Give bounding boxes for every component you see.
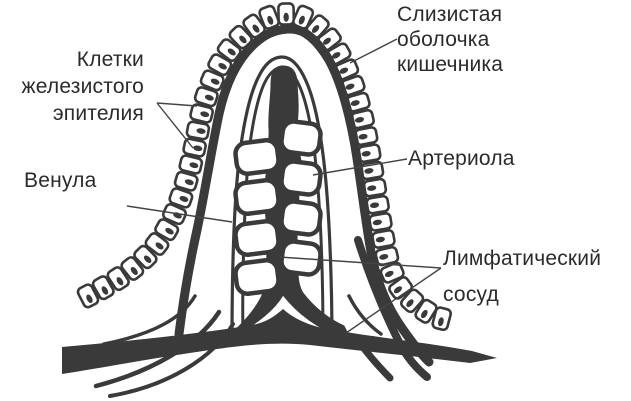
label-line-epithelium-lower xyxy=(156,102,194,149)
capillary-loop-layer xyxy=(233,119,323,296)
cell-nucleus xyxy=(227,48,236,56)
cell-nucleus xyxy=(379,254,389,260)
cell-nucleus xyxy=(354,116,365,123)
capillary-loop xyxy=(279,119,323,157)
cell-nucleus xyxy=(101,286,109,295)
epithelial-cell xyxy=(189,103,214,124)
epithelial-cell xyxy=(76,283,100,309)
epithelial-cell xyxy=(199,69,225,92)
cell-nucleus xyxy=(283,12,289,22)
epithelial-cell xyxy=(399,288,425,314)
cell-nucleus xyxy=(116,277,124,286)
label-line-arteriole xyxy=(312,158,408,176)
epithelial-cell xyxy=(91,275,115,301)
cell-nucleus xyxy=(350,100,360,106)
epithelial-cell xyxy=(106,266,130,292)
cell-nucleus xyxy=(372,219,382,226)
cell-nucleus xyxy=(189,162,199,169)
epithelial-cell xyxy=(154,218,180,242)
cell-nucleus xyxy=(375,236,385,243)
epithelial-cell xyxy=(144,232,170,256)
cell-nucleus xyxy=(86,294,93,304)
lymph-branch xyxy=(354,236,431,381)
cell-nucleus xyxy=(239,35,247,44)
epithelial-cell xyxy=(277,2,296,26)
cell-nucleus xyxy=(406,299,414,308)
epithelial-cell xyxy=(178,154,204,175)
cell-nucleus xyxy=(165,227,174,235)
blood-vessel-trunk xyxy=(62,309,497,374)
label-line-epithelium-upper xyxy=(156,102,198,107)
label-line-lymphatic-lower xyxy=(345,267,442,334)
epithelial-cell xyxy=(353,126,379,147)
cell-nucleus xyxy=(358,133,368,140)
cell-nucleus xyxy=(420,309,428,319)
cell-nucleus xyxy=(204,94,214,101)
epithelial-cell xyxy=(388,276,414,300)
epithelial-cell xyxy=(193,86,219,108)
cell-nucleus xyxy=(200,111,210,118)
cell-nucleus xyxy=(331,52,341,59)
epithelial-cell xyxy=(120,256,145,281)
epithelial-cell xyxy=(161,203,188,226)
epithelial-cell xyxy=(345,91,371,113)
base-vessel-wall xyxy=(102,294,197,346)
cell-nucleus xyxy=(155,242,164,250)
capillary-loop xyxy=(233,219,281,257)
capillary-loop xyxy=(233,258,281,296)
cell-nucleus xyxy=(193,145,203,152)
cell-nucleus xyxy=(438,317,444,327)
cell-nucleus xyxy=(367,185,377,191)
epithelial-cell xyxy=(185,120,211,141)
cell-nucleus xyxy=(364,168,374,174)
base-vessel-wall xyxy=(93,309,222,389)
capillary-loop xyxy=(279,199,323,237)
label-line-lymphatic-upper xyxy=(278,256,442,269)
label-line-venule xyxy=(126,205,233,223)
epithelial-cell xyxy=(414,298,438,324)
cell-nucleus xyxy=(339,67,349,74)
label-line-mucosa xyxy=(349,38,398,64)
base-vessel-wall xyxy=(347,294,383,336)
cell-nucleus xyxy=(393,286,403,294)
cell-nucleus xyxy=(361,150,371,157)
capillary-loop xyxy=(279,159,323,197)
epithelial-cell xyxy=(173,170,199,192)
epithelial-cell xyxy=(334,58,360,81)
epithelial-cell xyxy=(258,4,280,30)
cell-nucleus xyxy=(143,255,152,264)
epithelial-cell xyxy=(133,244,158,270)
epithelial-cell xyxy=(182,137,207,158)
cell-nucleus xyxy=(252,24,260,33)
cell-nucleus xyxy=(130,267,138,275)
cell-nucleus xyxy=(196,128,206,134)
cell-nucleus xyxy=(298,15,305,25)
epithelial-cell xyxy=(362,177,388,198)
capillary-loop xyxy=(233,178,281,216)
epithelial-cell xyxy=(207,53,233,77)
cell-nucleus xyxy=(311,25,320,33)
epithelial-cell xyxy=(371,229,396,249)
cell-nucleus xyxy=(369,202,380,208)
cell-nucleus xyxy=(179,195,189,202)
epithelial-cell xyxy=(168,187,194,209)
lymph-branch-stub xyxy=(358,342,394,382)
epithelial-cell xyxy=(431,306,453,332)
cell-nucleus xyxy=(345,83,355,90)
epithelial-cell xyxy=(365,194,390,215)
capillary-loop xyxy=(233,138,281,176)
epithelial-cell xyxy=(216,38,242,62)
cell-nucleus xyxy=(322,37,331,45)
epithelial-cell xyxy=(368,212,393,232)
cell-nucleus xyxy=(384,270,394,278)
cell-nucleus xyxy=(210,78,220,85)
cell-nucleus xyxy=(218,63,227,70)
epithelial-cell xyxy=(357,143,382,164)
epithelial-cell-layer xyxy=(76,2,453,332)
cell-nucleus xyxy=(267,15,274,25)
cell-nucleus xyxy=(184,179,194,186)
epithelial-cell xyxy=(379,261,405,284)
villus-wall xyxy=(174,24,434,367)
